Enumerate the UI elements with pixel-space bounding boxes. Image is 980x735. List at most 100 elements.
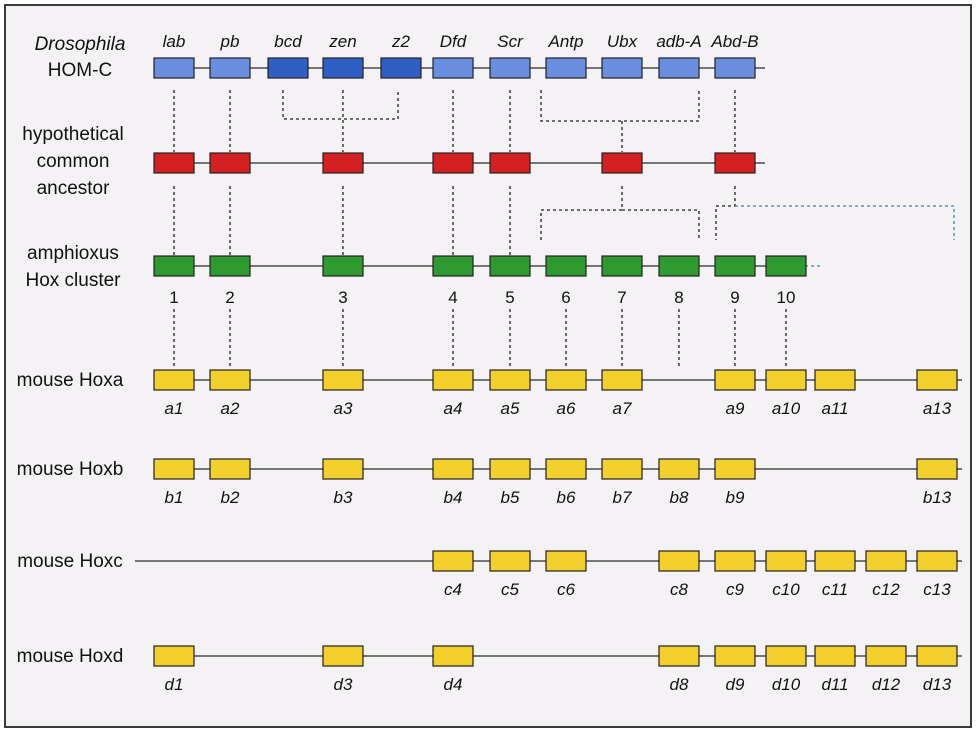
gene-box bbox=[658, 255, 700, 277]
gene-box bbox=[153, 645, 195, 667]
gene-label: 10 bbox=[777, 288, 796, 307]
gene-box bbox=[489, 57, 531, 79]
row-label: Drosophila bbox=[35, 34, 126, 55]
gene-label: adb-A bbox=[656, 32, 701, 51]
gene-label: c11 bbox=[822, 580, 848, 599]
gene-label: c5 bbox=[501, 580, 520, 599]
row-label: mouse Hoxd bbox=[17, 646, 124, 667]
gene-box bbox=[432, 152, 474, 174]
gene-label: a6 bbox=[557, 399, 576, 418]
gene-label: a7 bbox=[613, 399, 632, 418]
gene-label: b4 bbox=[444, 488, 463, 507]
gene-box bbox=[601, 369, 643, 391]
gene-label: b5 bbox=[501, 488, 520, 507]
gene-label: a9 bbox=[726, 399, 745, 418]
gene-box bbox=[865, 645, 907, 667]
gene-label: b1 bbox=[165, 488, 184, 507]
gene-box bbox=[865, 550, 907, 572]
gene-box bbox=[489, 369, 531, 391]
gene-label: a11 bbox=[821, 399, 848, 418]
gene-label: c8 bbox=[670, 580, 689, 599]
gene-label: z2 bbox=[391, 32, 411, 51]
row-label: Hox cluster bbox=[25, 270, 121, 291]
row-label: common bbox=[37, 151, 110, 172]
gene-box bbox=[432, 255, 474, 277]
gene-box bbox=[601, 458, 643, 480]
connector-lines bbox=[173, 90, 955, 366]
gene-box bbox=[322, 458, 364, 480]
gene-box bbox=[209, 57, 251, 79]
gene-box bbox=[489, 458, 531, 480]
gene-box bbox=[814, 550, 856, 572]
gene-label: d3 bbox=[334, 675, 353, 694]
row-label: mouse Hoxc bbox=[17, 551, 123, 572]
gene-box bbox=[765, 645, 807, 667]
gene-box bbox=[153, 458, 195, 480]
gene-label: Abd-B bbox=[710, 32, 758, 51]
gene-label: 2 bbox=[225, 288, 234, 307]
gene-box bbox=[916, 458, 958, 480]
gene-label: c10 bbox=[772, 580, 800, 599]
gene-label: a13 bbox=[923, 399, 952, 418]
gene-label: b6 bbox=[557, 488, 576, 507]
gene-label: d8 bbox=[670, 675, 689, 694]
gene-label: lab bbox=[163, 32, 186, 51]
gene-box bbox=[658, 57, 700, 79]
gene-box bbox=[658, 550, 700, 572]
gene-label: 3 bbox=[338, 288, 347, 307]
gene-box bbox=[322, 57, 364, 79]
row-label: mouse Hoxb bbox=[17, 459, 124, 480]
row-label: mouse Hoxa bbox=[17, 370, 124, 391]
gene-label: zen bbox=[328, 32, 356, 51]
gene-label: b3 bbox=[334, 488, 353, 507]
gene-box bbox=[658, 645, 700, 667]
figure-frame bbox=[4, 4, 972, 728]
gene-box bbox=[322, 369, 364, 391]
gene-box bbox=[765, 369, 807, 391]
row-label: HOM-C bbox=[48, 60, 112, 81]
gene-box bbox=[658, 458, 700, 480]
gene-box bbox=[432, 369, 474, 391]
gene-label: d13 bbox=[923, 675, 952, 694]
gene-box bbox=[432, 458, 474, 480]
gene-box bbox=[209, 369, 251, 391]
gene-label: d4 bbox=[444, 675, 463, 694]
gene-label: c4 bbox=[444, 580, 462, 599]
gene-box bbox=[153, 57, 195, 79]
gene-label: 8 bbox=[674, 288, 683, 307]
gene-box bbox=[714, 57, 756, 79]
homology-bracket bbox=[735, 205, 955, 240]
gene-box bbox=[432, 645, 474, 667]
gene-box bbox=[916, 645, 958, 667]
gene-box bbox=[209, 458, 251, 480]
gene-box bbox=[916, 550, 958, 572]
gene-box bbox=[765, 550, 807, 572]
homology-bracket bbox=[540, 90, 700, 122]
gene-label: d9 bbox=[726, 675, 745, 694]
gene-box bbox=[153, 255, 195, 277]
gene-label: 7 bbox=[617, 288, 626, 307]
homology-bracket bbox=[715, 186, 736, 240]
gene-label: c12 bbox=[872, 580, 900, 599]
row-label: ancestor bbox=[37, 178, 111, 199]
gene-label: d1 bbox=[165, 675, 184, 694]
homology-bracket bbox=[540, 186, 700, 240]
gene-label: bcd bbox=[274, 32, 302, 51]
gene-box bbox=[267, 57, 309, 79]
gene-label: d11 bbox=[821, 675, 848, 694]
gene-box bbox=[545, 255, 587, 277]
gene-label: b9 bbox=[726, 488, 745, 507]
gene-label: c6 bbox=[557, 580, 576, 599]
gene-box bbox=[153, 152, 195, 174]
gene-box bbox=[765, 255, 807, 277]
gene-label: pb bbox=[220, 32, 240, 51]
gene-box bbox=[322, 645, 364, 667]
row-label: hypothetical bbox=[22, 124, 123, 145]
